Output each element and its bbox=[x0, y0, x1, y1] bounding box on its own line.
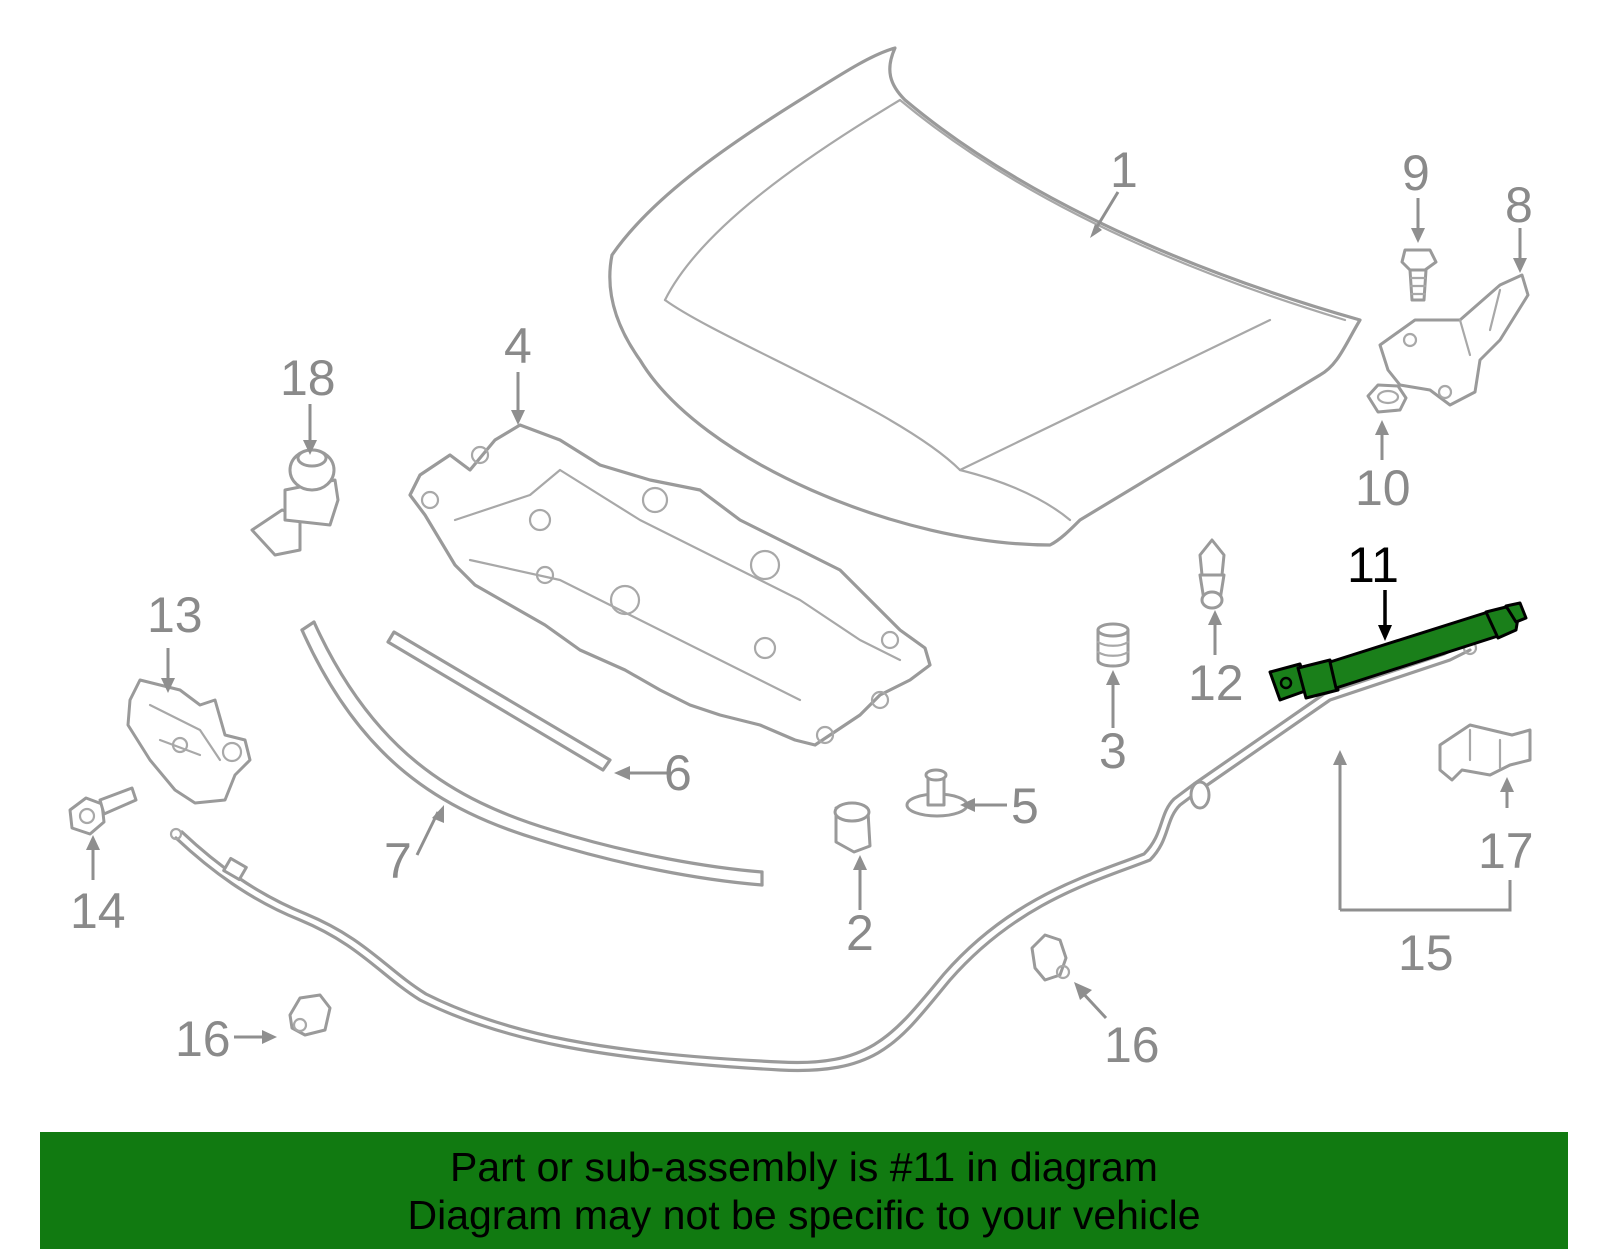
part-cable-clip-left[interactable] bbox=[288, 993, 332, 1037]
part-cable-bracket[interactable] bbox=[1438, 723, 1532, 782]
callout-9[interactable]: 9 bbox=[1402, 145, 1430, 201]
part-bumper-stop[interactable] bbox=[905, 768, 969, 818]
callout-16-right[interactable]: 16 bbox=[1104, 1017, 1160, 1073]
part-front-seal[interactable] bbox=[300, 620, 764, 887]
callout-4[interactable]: 4 bbox=[504, 318, 532, 374]
callout-18[interactable]: 18 bbox=[280, 350, 336, 406]
part-cushion[interactable] bbox=[1096, 622, 1130, 668]
part-hood-switch[interactable] bbox=[250, 448, 340, 557]
callout-12[interactable]: 12 bbox=[1188, 655, 1244, 711]
leader-lines bbox=[86, 191, 1527, 1044]
part-seal-strip[interactable] bbox=[386, 630, 612, 772]
parts-diagram: 1 2 3 4 5 6 7 8 9 10 11 12 13 14 15 16 1… bbox=[68, 46, 1534, 1073]
part-ball-stud[interactable] bbox=[1198, 538, 1226, 610]
callout-11[interactable]: 11 bbox=[1347, 537, 1399, 593]
callouts: 1 2 3 4 5 6 7 8 9 10 11 12 13 14 15 16 1… bbox=[70, 142, 1534, 1073]
callout-8[interactable]: 8 bbox=[1505, 177, 1533, 233]
part-cable-clip-right[interactable] bbox=[1030, 933, 1071, 982]
callout-16-left[interactable]: 16 bbox=[175, 1011, 231, 1067]
callout-2[interactable]: 2 bbox=[846, 905, 874, 961]
callout-6[interactable]: 6 bbox=[664, 745, 692, 801]
callout-7[interactable]: 7 bbox=[384, 833, 412, 889]
part-bolt-14[interactable] bbox=[68, 786, 138, 836]
notice-banner: Part or sub-assembly is #11 in diagram D… bbox=[40, 1132, 1568, 1249]
banner-line-1: Part or sub-assembly is #11 in diagram bbox=[450, 1143, 1158, 1190]
callout-5[interactable]: 5 bbox=[1011, 778, 1039, 834]
part-hood[interactable] bbox=[608, 46, 1362, 547]
callout-10[interactable]: 10 bbox=[1355, 460, 1411, 516]
callout-14[interactable]: 14 bbox=[70, 883, 126, 939]
part-hood-latch[interactable] bbox=[126, 678, 252, 805]
banner-line-2: Diagram may not be specific to your vehi… bbox=[407, 1191, 1201, 1238]
part-hood-insulator[interactable] bbox=[408, 423, 932, 747]
part-hinge-bolt[interactable] bbox=[1400, 248, 1438, 302]
part-lift-support[interactable] bbox=[1268, 601, 1528, 702]
callout-17[interactable]: 17 bbox=[1478, 823, 1534, 879]
callout-3[interactable]: 3 bbox=[1099, 723, 1127, 779]
part-grommet[interactable] bbox=[833, 801, 872, 854]
part-release-cable[interactable] bbox=[169, 640, 1478, 1073]
callout-1[interactable]: 1 bbox=[1110, 142, 1138, 198]
callout-15[interactable]: 15 bbox=[1398, 925, 1454, 981]
callout-13[interactable]: 13 bbox=[147, 587, 203, 643]
part-hinge-nut[interactable] bbox=[1366, 383, 1408, 414]
part-hood-hinge[interactable] bbox=[1378, 273, 1530, 407]
